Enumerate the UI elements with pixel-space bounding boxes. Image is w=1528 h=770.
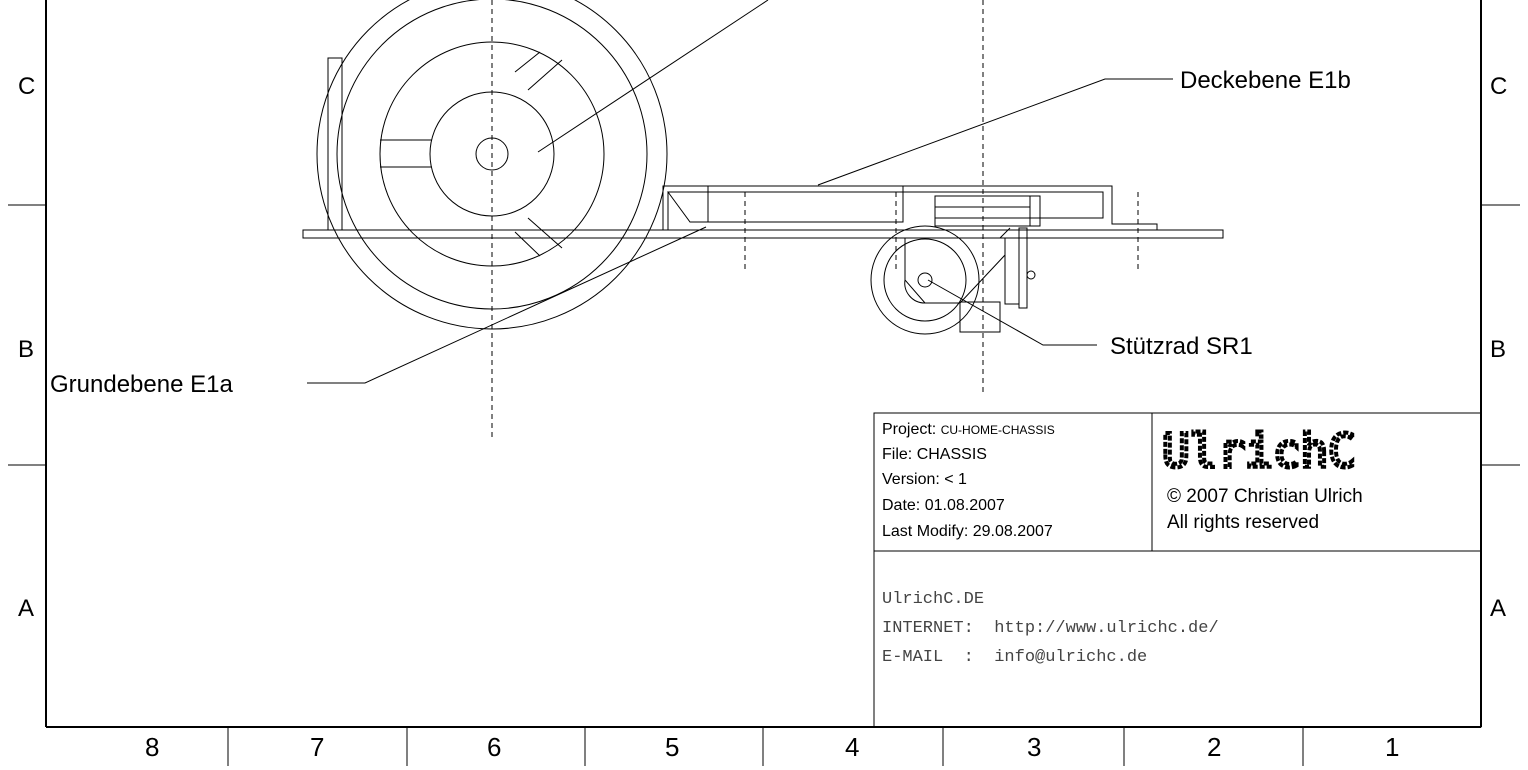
- column-label-3: 3: [1027, 732, 1041, 762]
- column-label-8: 8: [145, 732, 159, 762]
- callout-stuetzrad: Stützrad SR1: [1110, 333, 1253, 360]
- drawing-frame: [8, 0, 1520, 766]
- file-value: CHASSIS: [917, 446, 987, 463]
- column-label-7: 7: [310, 732, 324, 762]
- column-label-6: 6: [487, 732, 501, 762]
- last-modify-value: 29.08.2007: [973, 523, 1053, 540]
- contact-email: E-MAIL : info@ulrichc.de: [882, 648, 1147, 667]
- version-line: Version: < 1: [882, 471, 967, 488]
- row-label-right-b: B: [1490, 336, 1506, 363]
- row-label-left-b: B: [18, 336, 34, 363]
- drive-wheel: [316, 0, 668, 330]
- row-label-right-a: A: [1490, 595, 1506, 622]
- chassis-body: [302, 57, 1224, 239]
- column-label-1: 1: [1385, 732, 1399, 762]
- column-label-4: 4: [845, 732, 859, 762]
- copyright-text: © 2007 Christian Ulrich: [1167, 486, 1363, 507]
- project-value: CU-HOME-CHASSIS: [941, 423, 1055, 437]
- column-label-5: 5: [665, 732, 679, 762]
- contact-site: UlrichC.DE: [882, 590, 984, 609]
- leader-lines: [307, 0, 1173, 384]
- date-line: Date: 01.08.2007: [882, 497, 1005, 514]
- row-label-right-c: C: [1490, 73, 1507, 100]
- caster-wheel: [870, 225, 1036, 335]
- callout-grundebene: Grundebene E1a: [50, 371, 233, 398]
- rights-text: All rights reserved: [1167, 512, 1319, 533]
- project-line: Project: CU-HOME-CHASSIS: [882, 421, 1055, 438]
- date-value: 01.08.2007: [925, 497, 1005, 514]
- row-label-left-c: C: [18, 73, 35, 100]
- center-lines: [491, 0, 1139, 440]
- version-value: < 1: [944, 471, 967, 488]
- title-block: [873, 412, 1482, 728]
- row-label-left-a: A: [18, 595, 34, 622]
- logo-text: UlrichC: [1162, 424, 1356, 478]
- callout-deckebene: Deckebene E1b: [1180, 67, 1351, 94]
- file-line: File: CHASSIS: [882, 446, 987, 463]
- last-modify-line: Last Modify: 29.08.2007: [882, 523, 1053, 540]
- column-label-2: 2: [1207, 732, 1221, 762]
- contact-internet: INTERNET: http://www.ulrichc.de/: [882, 619, 1219, 638]
